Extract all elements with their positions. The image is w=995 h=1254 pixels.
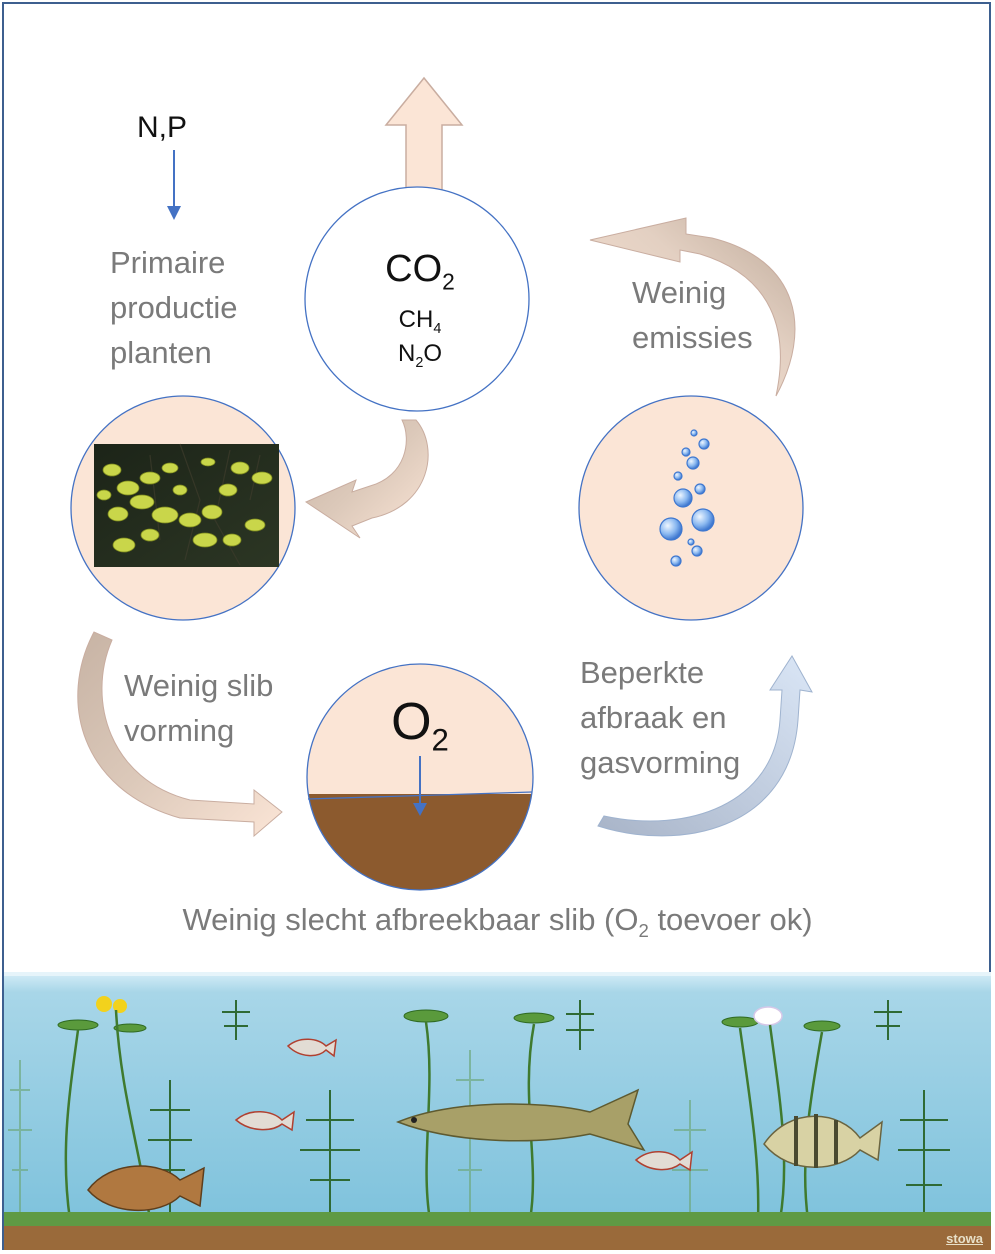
emissions-label: Weinig emissies xyxy=(632,275,753,355)
pike-fish-icon xyxy=(395,1088,646,1152)
breakdown-label: Beperkte afbraak en gasvorming xyxy=(580,655,741,780)
o2-label: O2 xyxy=(391,693,449,758)
primary-production-label: Primaire productie planten xyxy=(110,245,238,370)
gas-circle xyxy=(304,186,530,412)
yellow-flower-icon xyxy=(96,996,127,1013)
bubbles-circle xyxy=(578,395,804,621)
nutrients-label: N,P xyxy=(137,111,188,144)
oxygen-flux-arrow xyxy=(413,756,427,816)
tench-fish-icon xyxy=(87,1165,205,1212)
water-lily-flower-icon xyxy=(753,1006,783,1026)
sludge-formation-label: Weinig slib vorming xyxy=(124,668,274,748)
uptake-curved-arrow xyxy=(304,419,429,539)
gas-bubbles xyxy=(659,429,715,567)
emission-curved-arrow xyxy=(589,217,796,397)
sludge-curved-arrow xyxy=(77,631,283,838)
n2o-label: N2O xyxy=(397,340,443,371)
stowa-logo: stowa xyxy=(946,1231,983,1246)
water-lily-photo xyxy=(94,443,279,567)
diagram-caption: Weinig slecht afbreekbaar slib (O2 toevo… xyxy=(182,902,813,942)
nutrient-arrow xyxy=(167,150,181,220)
rudd-fish-icon xyxy=(234,1038,693,1172)
perch-fish-icon xyxy=(763,1114,883,1168)
underwater-illustration xyxy=(4,972,991,1250)
co2-label: CO2 xyxy=(385,248,455,295)
ch4-label: CH4 xyxy=(398,306,442,337)
breakdown-curved-arrow xyxy=(597,655,813,837)
